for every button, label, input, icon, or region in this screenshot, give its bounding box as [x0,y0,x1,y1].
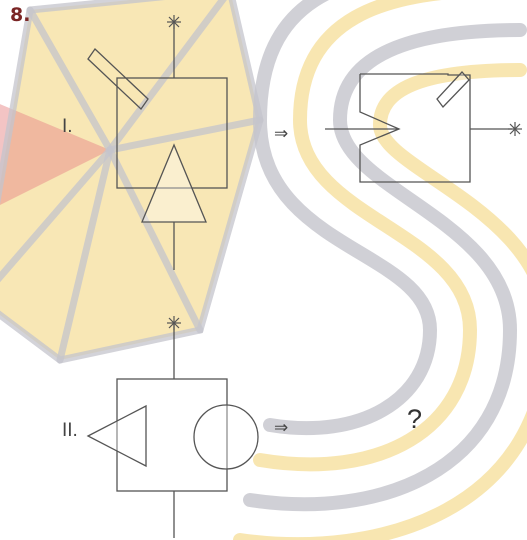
answer-placeholder: ? [407,404,422,435]
implies-arrow-icon: ⇒ [274,124,288,144]
row-label-1: I. [62,116,73,138]
watermark-s-letter [240,0,527,540]
asterisk-icon [508,122,522,136]
watermark-gear [0,0,260,360]
question-number: 8. [10,4,30,26]
implies-arrow-icon: ⇒ [274,418,288,438]
asterisk-icon [167,316,181,330]
asterisk-icon [167,15,181,29]
circle [194,405,258,469]
row-label-2: II. [62,420,78,442]
